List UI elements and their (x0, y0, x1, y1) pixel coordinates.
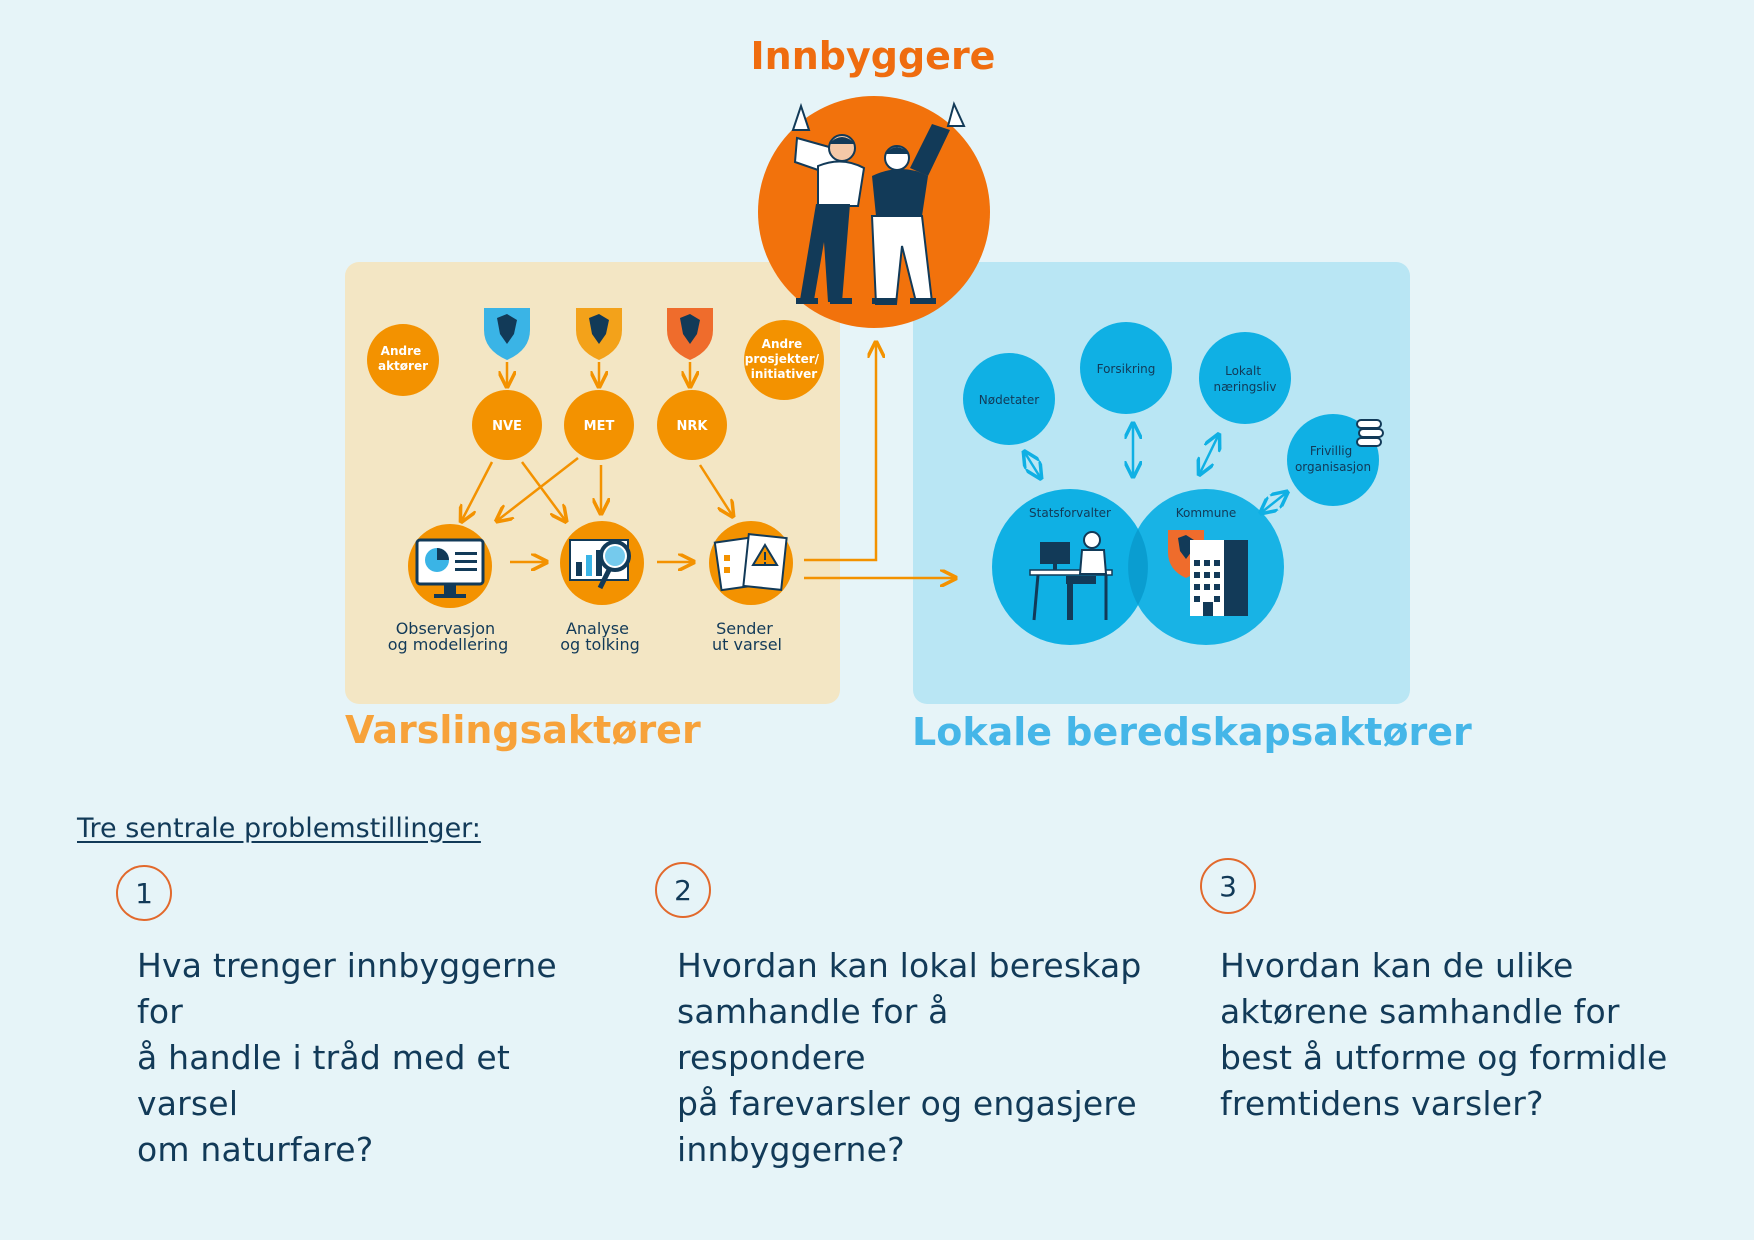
nve-circle (472, 390, 542, 460)
arrow-emergency-statsforvalter (1025, 453, 1040, 477)
analysis-step (560, 521, 644, 605)
problem-text-1: Hva trenger innbyggerne for å handle i t… (137, 943, 607, 1173)
warning-actors-title: Varslingsaktører (345, 708, 701, 752)
emergency-services-circle (963, 353, 1055, 445)
met-circle (564, 390, 634, 460)
insurance-label: Forsikring (1097, 362, 1156, 376)
local-preparedness-title: Lokale beredskapsaktører (912, 710, 1472, 754)
municipality-building-icon (1168, 530, 1248, 616)
citizens-illustration (791, 101, 966, 305)
problem-2-line: innbyggerne? (677, 1130, 905, 1169)
nrk-circle (657, 390, 727, 460)
insurance-circle (1080, 322, 1172, 414)
problem-text-3: Hvordan kan de ulike aktørene samhandle … (1220, 943, 1700, 1127)
nve-label: NVE (492, 419, 522, 434)
met-label: MET (584, 419, 615, 434)
send-warning-label: Sender ut varsel (712, 619, 782, 654)
problem-1-line: Hva trenger innbyggerne for (137, 946, 557, 1031)
problem-2-line: samhandle for å respondere (677, 992, 949, 1077)
volunteer-icon (1356, 419, 1384, 447)
arrow-volunteer-kommune (1262, 493, 1286, 512)
problem-number-3: 3 (1200, 858, 1256, 914)
arrow-to-citizens (804, 344, 876, 562)
observation-label: Observasjon og modellering (388, 619, 508, 654)
arrow-business-kommune (1200, 436, 1218, 473)
arrow-nrk-send (698, 464, 732, 515)
other-actors-label: Andre aktører (378, 344, 428, 373)
emergency-services-label: Nødetater (979, 393, 1039, 407)
other-projects-circle (744, 320, 824, 400)
volunteer-org-circle (1287, 414, 1379, 506)
nrk-shield-icon (667, 308, 713, 360)
local-business-label: Lokalt næringsliv (1214, 364, 1277, 394)
send-warning-step (709, 521, 793, 605)
problem-3-line: Hvordan kan de ulike (1220, 946, 1574, 985)
problem-2-line: på farevarsler og engasjere (677, 1084, 1137, 1123)
met-shield-icon (576, 308, 622, 360)
problem-number-1: 1 (116, 865, 172, 921)
arrow-met-observation (498, 457, 579, 520)
problems-heading: Tre sentrale problemstillinger: (77, 813, 481, 844)
desk-worker-icon (1029, 531, 1113, 621)
statsforvalter-label: Statsforvalter (1029, 506, 1111, 520)
arrow-nve-observation (462, 461, 494, 520)
problem-3-line: aktørene samhandle for (1220, 992, 1620, 1031)
observation-step (408, 524, 492, 608)
problem-3-line: best å utforme og formidle (1220, 1038, 1668, 1077)
other-projects-label: Andre prosjekter/ initiativer (745, 337, 824, 381)
problem-text-2: Hvordan kan lokal bereskap samhandle for… (677, 943, 1147, 1173)
statsforvalter-circle (992, 489, 1148, 645)
arrow-nve-analysis (520, 461, 565, 520)
analysis-label: Analyse og tolking (560, 619, 640, 654)
problem-number-2: 2 (655, 862, 711, 918)
diagram-canvas: Andre aktører Andre prosjekter/ initiati… (367, 96, 1384, 654)
problem-2-line: Hvordan kan lokal bereskap (677, 946, 1142, 985)
local-business-circle (1199, 332, 1291, 424)
nrk-label: NRK (677, 419, 709, 434)
citizens-title: Innbyggere (750, 34, 996, 78)
volunteer-org-label: Frivillig organisasjon (1295, 444, 1371, 474)
kommune-label: Kommune (1176, 506, 1237, 520)
problem-1-line: å handle i tråd med et varsel (137, 1038, 511, 1123)
problem-1-line: om naturfare? (137, 1130, 374, 1169)
nve-shield-icon (484, 308, 530, 360)
other-actors-circle (367, 324, 439, 396)
problem-3-line: fremtidens varsler? (1220, 1084, 1544, 1123)
